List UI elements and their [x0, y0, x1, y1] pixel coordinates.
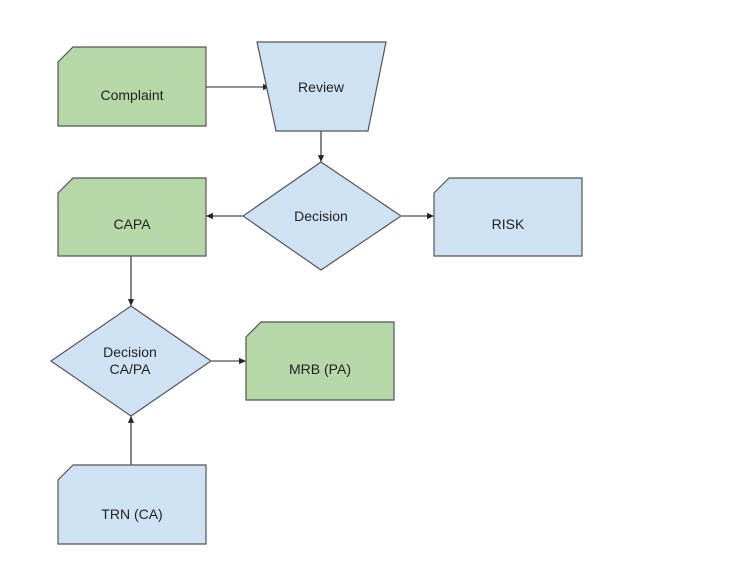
capa-shape — [57, 177, 207, 257]
decision-capa-node[interactable]: Decision CA/PA — [49, 305, 213, 417]
capa-label: CAPA — [113, 216, 151, 232]
risk-shape — [433, 177, 583, 257]
mrb-label: MRB (PA) — [289, 361, 351, 377]
complaint-shape — [57, 46, 207, 127]
decision-label: Decision — [294, 208, 348, 224]
mrb-shape — [245, 321, 395, 401]
decision-capa-label-line2: CA/PA — [110, 361, 152, 377]
review-node[interactable]: Review — [256, 41, 387, 132]
decision-shape — [241, 161, 403, 271]
complaint-label: Complaint — [100, 87, 163, 103]
risk-node[interactable]: RISK — [433, 177, 583, 257]
review-label: Review — [298, 79, 345, 95]
trn-shape — [57, 464, 207, 545]
risk-label: RISK — [492, 216, 525, 232]
capa-node[interactable]: CAPA — [57, 177, 207, 257]
decision-capa-label-line1: Decision — [103, 344, 157, 360]
complaint-node[interactable]: Complaint — [57, 46, 207, 127]
review-shape — [256, 41, 387, 132]
decision-node[interactable]: Decision — [241, 161, 403, 271]
trn-node[interactable]: TRN (CA) — [57, 464, 207, 545]
mrb-node[interactable]: MRB (PA) — [245, 321, 395, 401]
trn-label: TRN (CA) — [101, 506, 162, 522]
decision-capa-shape — [49, 305, 213, 417]
